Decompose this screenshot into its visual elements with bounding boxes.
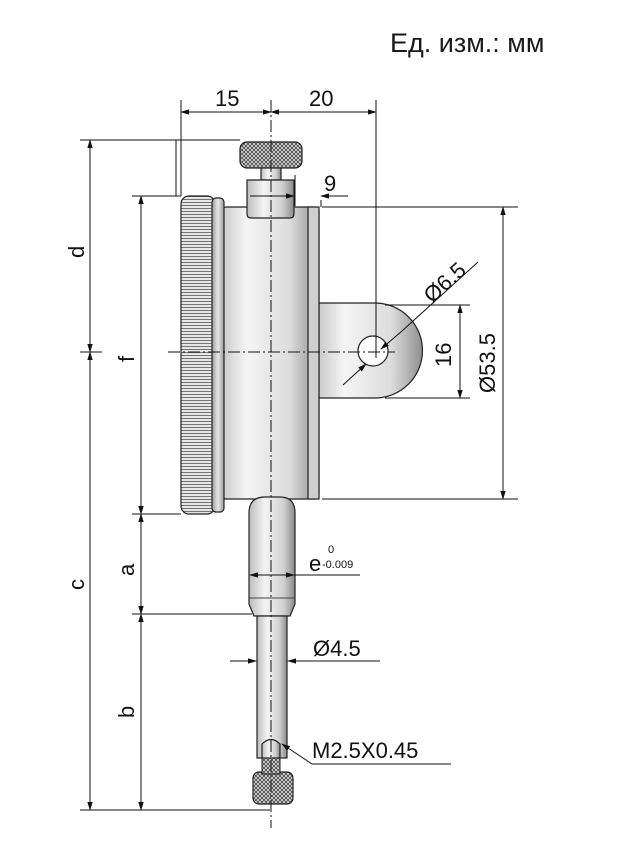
dial-bezel bbox=[180, 195, 216, 515]
dim-thread: M2.5X0.45 bbox=[312, 738, 418, 763]
dim-top-20: 20 bbox=[309, 86, 333, 111]
dim-label-a: a bbox=[114, 563, 139, 576]
dim-top-15: 15 bbox=[215, 86, 239, 111]
stem bbox=[248, 496, 296, 617]
dim-body-diameter: Ø53.5 bbox=[475, 333, 500, 393]
dim-label-d: d bbox=[64, 246, 89, 258]
dim-label-b: b bbox=[114, 706, 139, 718]
dim-label-c: c bbox=[64, 579, 89, 590]
case-back-rim bbox=[307, 206, 320, 500]
dim-stem-tol-upper: 0 bbox=[328, 544, 334, 556]
center-lines bbox=[168, 100, 395, 828]
bezel-rim bbox=[211, 197, 225, 513]
dim-label-f: f bbox=[114, 355, 139, 362]
dim-stem-tol-lower: -0.009 bbox=[322, 559, 353, 571]
mounting-hole bbox=[357, 335, 389, 367]
spindle bbox=[256, 615, 288, 759]
indicator-body bbox=[180, 141, 424, 805]
dim-lug-hole: Ø6.5 bbox=[419, 257, 471, 307]
dimension-lines bbox=[80, 100, 518, 811]
dim-16: 16 bbox=[431, 343, 456, 367]
dim-9: 9 bbox=[324, 171, 336, 196]
top-cap-neck bbox=[246, 179, 295, 219]
unit-label: Ед. изм.: мм bbox=[390, 28, 545, 58]
contact-point bbox=[252, 771, 294, 805]
dim-spindle-diameter: Ø4.5 bbox=[313, 636, 361, 661]
dim-stem-e: e bbox=[309, 551, 321, 576]
